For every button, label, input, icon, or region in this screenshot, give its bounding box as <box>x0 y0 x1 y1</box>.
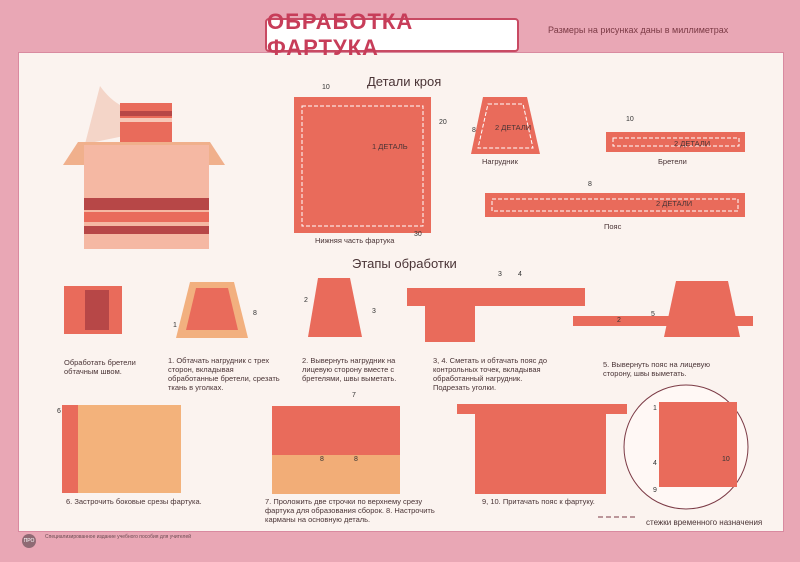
num-4-b: 4 <box>653 460 657 467</box>
belt-piece <box>485 193 745 217</box>
step-0-text: Обработать бретели обтачным швом. <box>64 358 136 376</box>
num-1-b: 1 <box>653 405 657 412</box>
num-8-a: 8 <box>253 310 257 317</box>
num-2-b: 2 <box>617 317 621 324</box>
apron-illustration <box>63 86 225 249</box>
num-6: 6 <box>57 408 61 415</box>
legend-text: стежки временного назначения <box>646 518 763 527</box>
num-10: 10 <box>722 456 730 463</box>
publisher-logo: ПРО <box>22 534 36 548</box>
bib-piece <box>471 97 540 154</box>
num-3: 3 <box>372 308 376 315</box>
dim-10-b: 10 <box>626 116 634 123</box>
num-5: 5 <box>651 311 655 318</box>
num-7: 7 <box>352 392 356 399</box>
belt-caption: Пояс <box>604 222 622 231</box>
dim-20: 20 <box>439 119 447 126</box>
num-9: 9 <box>653 487 657 494</box>
belt-detail-label: 2 ДЕТАЛИ <box>656 199 693 208</box>
step-6-text: 6. Застрочить боковые срезы фартука. <box>66 497 202 506</box>
num-4: 4 <box>518 271 522 278</box>
bib-caption: Нагрудник <box>482 157 518 166</box>
lower-detail-label: 1 ДЕТАЛЬ <box>372 142 408 151</box>
step-9-text: 9, 10. Притачать пояс к фартуку. <box>482 497 595 506</box>
title-box: ОБРАБОТКА ФАРТУКА <box>265 9 519 60</box>
page-title: ОБРАБОТКА ФАРТУКА <box>267 9 414 60</box>
num-3-b: 3 <box>498 271 502 278</box>
step-5-text: 5. Вывернуть пояс на лицевую сторону, шв… <box>603 360 710 378</box>
step-1-text: 1. Обтачать нагрудник с трех сторон, вкл… <box>168 356 280 392</box>
step-3-text: 3, 4. Сметать и обтачать пояс до контрол… <box>433 356 548 392</box>
lower-part-piece <box>294 97 431 233</box>
num-1: 1 <box>173 322 177 329</box>
stages-title: Этапы обработки <box>352 256 457 271</box>
dim-8-a: 8 <box>472 127 476 134</box>
strap-detail-label: 2 ДЕТАЛИ <box>674 139 711 148</box>
straps-caption: Бретели <box>658 157 687 166</box>
step-2-text: 2. Вывернуть нагрудник на лицевую сторон… <box>302 356 397 383</box>
footer-text: Специализированное издание учебного посо… <box>45 534 192 540</box>
details-title: Детали кроя <box>367 74 442 89</box>
num-2: 2 <box>304 297 308 304</box>
step-7-text: 7. Проложить две строчки по верхнему сре… <box>265 497 435 524</box>
dim-30: 30 <box>414 231 422 238</box>
strap-piece <box>606 132 745 152</box>
num-8-c: 8 <box>354 456 358 463</box>
dim-8-b: 8 <box>588 181 592 188</box>
num-8-b: 8 <box>320 456 324 463</box>
bib-detail-label: 2 ДЕТАЛИ <box>495 123 532 132</box>
lower-part-caption: Нижняя часть фартука <box>315 236 395 245</box>
measurement-note: Размеры на рисунках даны в миллиметрах <box>548 25 729 35</box>
dim-10-a: 10 <box>322 84 330 91</box>
